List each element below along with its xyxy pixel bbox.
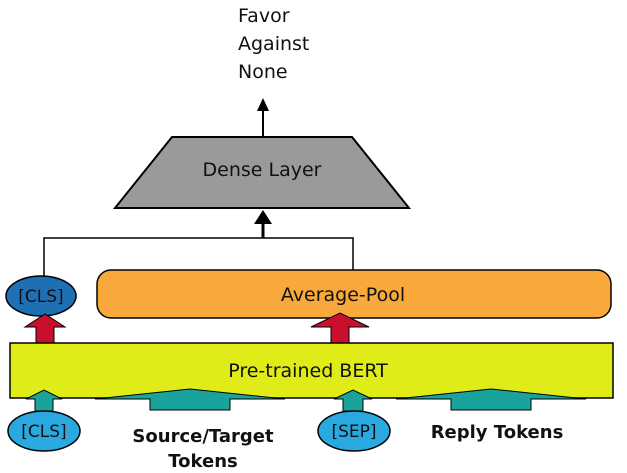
reply-input-arrow: [395, 388, 587, 411]
average-pool: Average-Pool: [96, 269, 612, 319]
output-label-against: Against: [238, 33, 309, 55]
reply-tokens-label: Reply Tokens: [431, 422, 564, 443]
output-label-none: None: [238, 61, 288, 83]
average-pool-box: [96, 269, 612, 319]
dense-layer-shape: [112, 136, 412, 209]
dense-layer-label: Dense Layer: [203, 159, 322, 181]
cls-output-label: [CLS]: [18, 287, 63, 307]
pool-arrows: [23, 312, 370, 344]
output-label-favor: Favor: [238, 5, 290, 27]
cls-input-label: [CLS]: [21, 422, 66, 442]
source-target-input-arrow: [94, 388, 286, 411]
sep-input-ellipse: [317, 410, 391, 452]
bert-label: Pre-trained BERT: [228, 360, 388, 382]
cls-input-ellipse: [7, 410, 81, 452]
average-pool-label: Average-Pool: [281, 284, 405, 306]
connector-lines: [43, 210, 354, 277]
cls-output: [CLS]: [5, 275, 77, 317]
cls-input-arrow: [25, 389, 63, 412]
dense-to-output-arrow: [257, 98, 269, 137]
sep-input-arrow: [333, 389, 373, 412]
input-tokens: [CLS] Source/Target Tokens [SEP] Reply T…: [7, 410, 564, 472]
bert-box: [9, 342, 614, 399]
source-target-label-line1: Source/Target: [132, 426, 274, 447]
dense-layer: Dense Layer: [112, 136, 412, 209]
input-arrows: [25, 388, 587, 412]
cls-output-ellipse: [5, 275, 77, 317]
bert-block: Pre-trained BERT: [9, 342, 614, 399]
cls-red-arrow: [23, 313, 67, 344]
source-target-label-line2: Tokens: [168, 451, 237, 472]
pool-red-arrow: [310, 312, 370, 344]
output-labels: Favor Against None: [238, 5, 309, 83]
sep-input-label: [SEP]: [331, 422, 376, 442]
concat-arrowhead: [254, 210, 272, 224]
